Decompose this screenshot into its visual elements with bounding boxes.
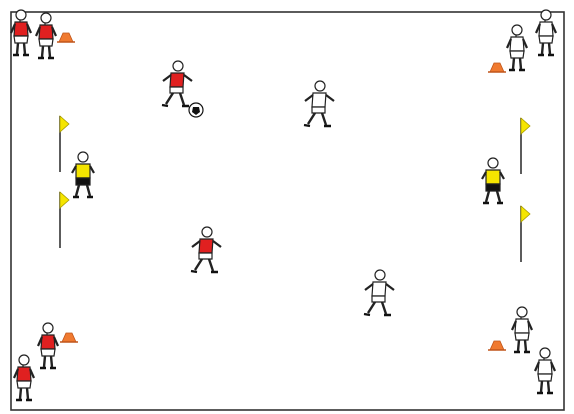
soccer-ball-icon: [189, 103, 203, 117]
pitch-boundary: [11, 12, 564, 410]
